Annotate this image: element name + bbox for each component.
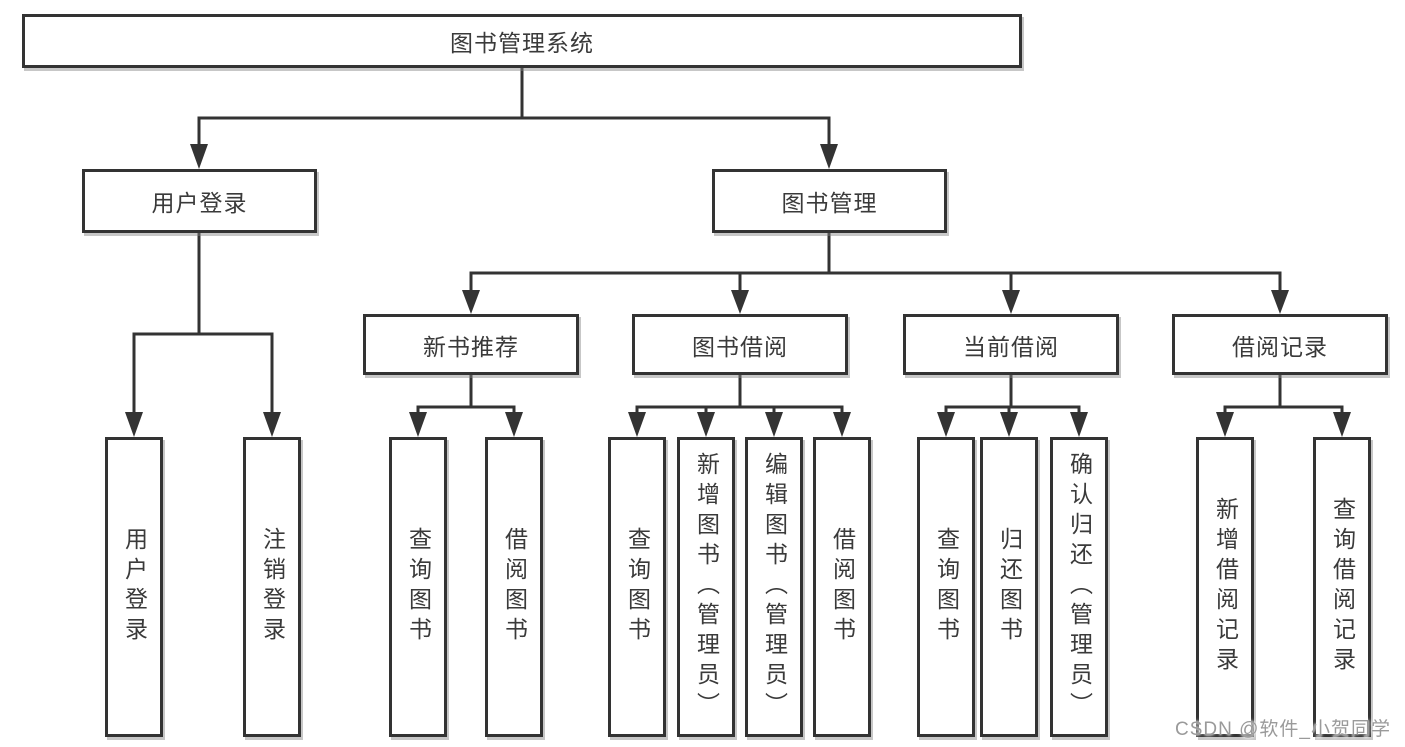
- connector-root-to-level1: [190, 68, 838, 169]
- node-leaf-return-book: 归还图书: [980, 437, 1038, 737]
- node-label: 图书管理系统: [450, 30, 594, 56]
- connector-book-management-children: [462, 233, 1289, 314]
- node-leaf-edit-book-admin: 编辑图书（管理员）: [745, 437, 803, 737]
- node-label: 借阅图书: [501, 527, 528, 647]
- node-label: 用户登录: [121, 527, 148, 647]
- node-borrow-records: 借阅记录: [1172, 314, 1388, 375]
- node-leaf-query-borrow-record: 查询借阅记录: [1313, 437, 1371, 737]
- node-label: 图书管理: [781, 190, 878, 216]
- node-leaf-add-borrow-record: 新增借阅记录: [1196, 437, 1254, 737]
- node-new-book-recommend: 新书推荐: [363, 314, 579, 375]
- node-label: 归还图书: [996, 527, 1023, 647]
- node-label: 查询图书: [624, 527, 651, 647]
- node-leaf-user-login: 用户登录: [105, 437, 163, 737]
- csdn-watermark: CSDN @软件_小贺同学: [1175, 719, 1391, 740]
- node-label: 查询借阅记录: [1329, 497, 1356, 677]
- node-leaf-borrow-book: 借阅图书: [813, 437, 871, 737]
- connector-book-borrow-children: [628, 375, 851, 437]
- node-current-borrow: 当前借阅: [903, 314, 1119, 375]
- connector-current-borrow-children: [937, 375, 1088, 437]
- node-label: 新增图书（管理员）: [693, 452, 720, 722]
- node-book-management: 图书管理: [712, 169, 947, 233]
- node-label: 借阅图书: [829, 527, 856, 647]
- node-leaf-recommend-query-book: 查询图书: [389, 437, 447, 737]
- node-leaf-confirm-return-admin: 确认归还（管理员）: [1050, 437, 1108, 737]
- node-label: 新增借阅记录: [1212, 497, 1239, 677]
- node-label: 借阅记录: [1232, 333, 1328, 360]
- node-label: 图书借阅: [692, 333, 788, 360]
- node-label: 新书推荐: [423, 333, 519, 360]
- node-user-login: 用户登录: [82, 169, 317, 233]
- node-book-borrow: 图书借阅: [632, 314, 848, 375]
- node-label: 查询图书: [933, 527, 960, 647]
- node-leaf-current-query-book: 查询图书: [917, 437, 975, 737]
- connector-new-book-recommend-children: [409, 375, 523, 437]
- node-label: 确认归还（管理员）: [1066, 452, 1093, 722]
- node-leaf-recommend-borrow-book: 借阅图书: [485, 437, 543, 737]
- node-leaf-borrow-query-book: 查询图书: [608, 437, 666, 737]
- node-label: 当前借阅: [963, 333, 1059, 360]
- node-label: 编辑图书（管理员）: [761, 452, 788, 722]
- node-label: 注销登录: [259, 527, 286, 647]
- node-leaf-add-book-admin: 新增图书（管理员）: [677, 437, 735, 737]
- connector-borrow-records-children: [1216, 375, 1351, 437]
- node-label: 用户登录: [151, 190, 248, 216]
- node-library-system: 图书管理系统: [22, 14, 1022, 68]
- node-leaf-logout: 注销登录: [243, 437, 301, 737]
- node-label: 查询图书: [405, 527, 432, 647]
- connector-user-login-children: [125, 233, 281, 437]
